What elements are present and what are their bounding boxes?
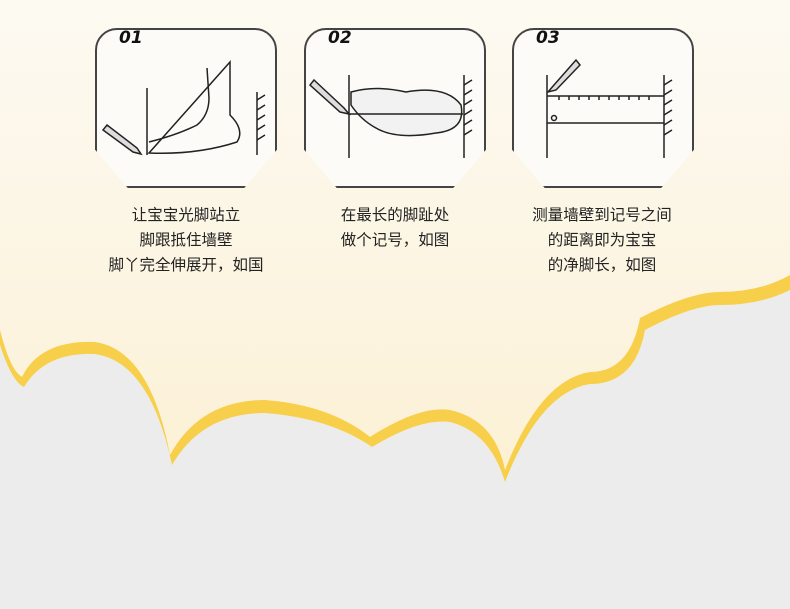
step-2-caption: 在最长的脚趾处 做个记号，如图 [285, 203, 505, 253]
step-3-caption: 测量墙壁到记号之间 的距离即为宝宝 的净脚长，如图 [492, 203, 712, 278]
foot-sole-illustration [308, 75, 473, 158]
caption-line: 的净脚长，如图 [547, 256, 657, 274]
caption-line: 在最长的脚趾处 [340, 206, 450, 224]
step-card-1: 01 [95, 28, 277, 188]
step-number: 01 [119, 28, 143, 48]
caption-line: 脚跟抵住墙壁 [139, 231, 233, 249]
caption-line: 做个记号，如图 [340, 231, 450, 249]
caption-line: 测量墙壁到记号之间 [532, 206, 672, 224]
caption-line: 的距离即为宝宝 [547, 231, 657, 249]
caption-line: 让宝宝光脚站立 [131, 206, 241, 224]
step-card-2: 02 [304, 28, 486, 188]
step-card-3: 03 [512, 28, 694, 188]
foot-side-illustration [101, 60, 266, 156]
step-number: 03 [536, 28, 560, 48]
ruler-measure-illustration [545, 58, 673, 158]
step-number: 02 [328, 28, 352, 48]
caption-line: 脚丫完全伸展开，如国 [108, 256, 264, 274]
step-1-caption: 让宝宝光脚站立 脚跟抵住墙壁 脚丫完全伸展开，如国 [76, 203, 296, 278]
